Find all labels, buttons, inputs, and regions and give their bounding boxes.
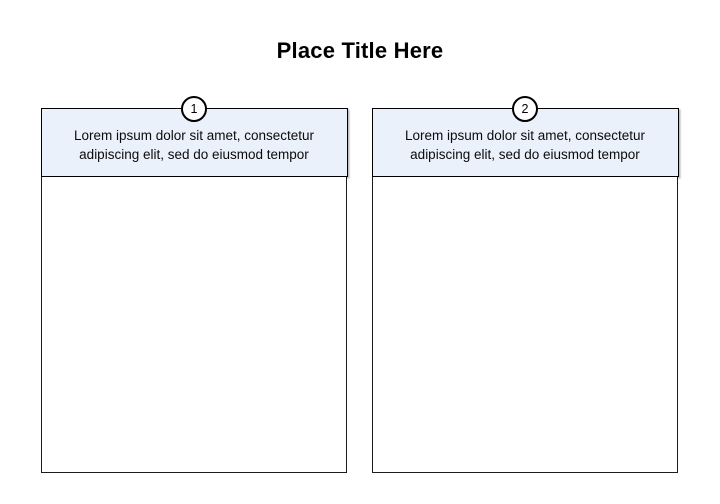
panel-2-number: 2: [521, 102, 529, 116]
page-title: Place Title Here: [276, 38, 444, 63]
panel-2: 2 Lorem ipsum dolor sit amet, consectetu…: [371, 96, 679, 473]
panel-1-body: [42, 176, 346, 472]
panel-2-number-badge: 2: [512, 96, 538, 122]
panel-2-body: [373, 176, 677, 472]
panel-1-number-badge: 1: [181, 96, 207, 122]
panel-1: 1 Lorem ipsum dolor sit amet, consectetu…: [40, 96, 348, 473]
panel-1-number: 1: [190, 102, 198, 116]
panel-2-header-text: Lorem ipsum dolor sit amet, consectetur …: [404, 128, 646, 162]
panel-1-header-text: Lorem ipsum dolor sit amet, consectetur …: [73, 128, 315, 162]
